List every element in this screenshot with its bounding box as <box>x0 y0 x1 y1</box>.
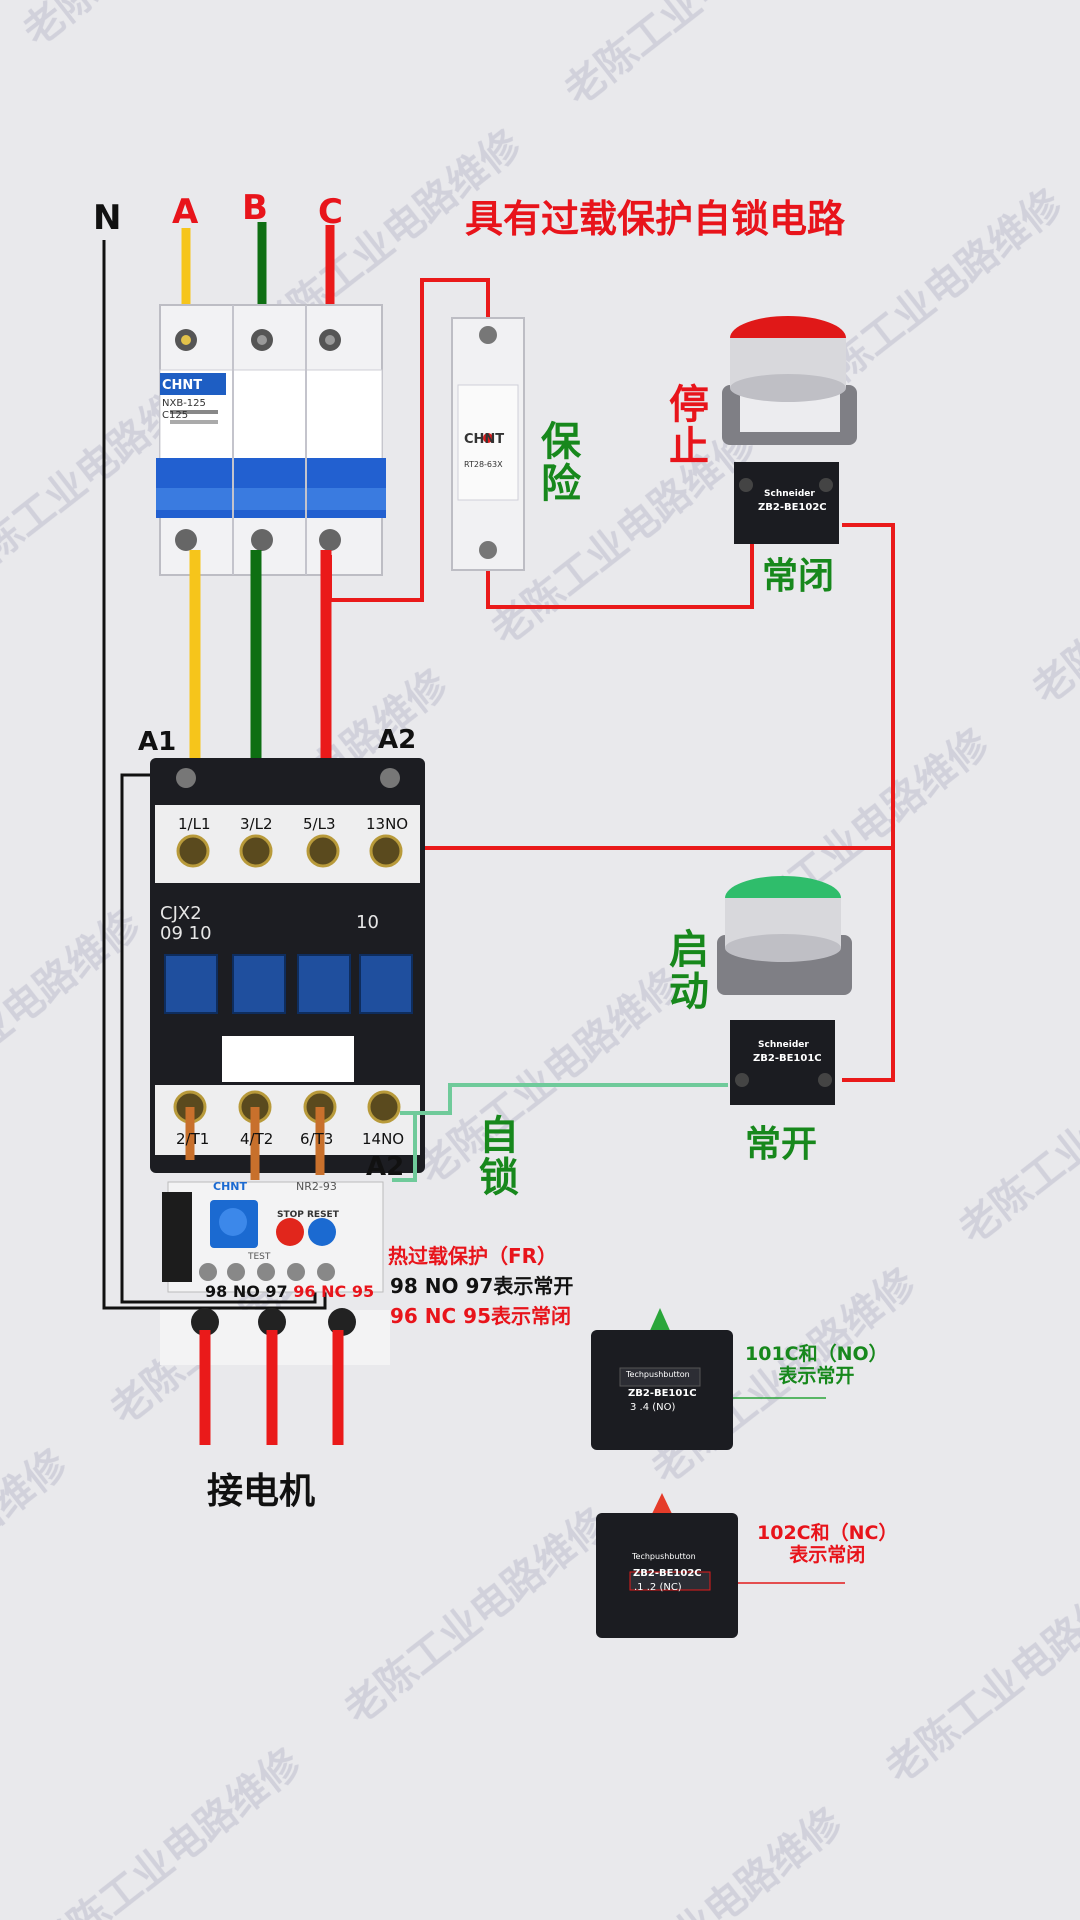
label-a2-top: A2 <box>378 725 417 755</box>
stop-button[interactable] <box>722 316 857 544</box>
label-no: 常开 <box>745 1124 818 1165</box>
label-a1: A1 <box>138 727 177 757</box>
neutral-wire <box>102 240 327 1310</box>
label-stop: 停止 <box>662 383 708 467</box>
relay-note-nc: 96 NC 95表示常闭 <box>390 1304 572 1328</box>
no-contact-block <box>591 1308 826 1450</box>
breaker-model: NXB-125 <box>162 398 206 409</box>
nc-block-note-2: 表示常闭 <box>789 1544 866 1566</box>
no-block-contact: 3 .4 (NO) <box>630 1402 676 1413</box>
label-fuse: 保险 <box>534 420 580 504</box>
label-start: 启动 <box>662 928 708 1012</box>
terminal-5-l3: 5/L3 <box>303 815 336 833</box>
terminal-2-t1: 2/T1 <box>176 1130 210 1148</box>
terminal-1-l1: 1/L1 <box>178 815 211 833</box>
nc-block-contact: .1 .2 (NC) <box>634 1582 682 1593</box>
contactor-model-line2: 09 10 <box>160 923 212 944</box>
relay-terminal-row: 98 NO 97 96 NC 95 <box>205 1282 374 1301</box>
terminal-13no: 13NO <box>366 815 409 833</box>
nc-block-note: 102C和（NC）表示常闭 <box>757 1522 897 1566</box>
no-block-note-2: 表示常开 <box>778 1365 855 1387</box>
no-block-note-1: 101C和（NO） <box>745 1343 888 1365</box>
terminal-3-l2: 3/L2 <box>240 815 273 833</box>
relay-brand: CHNT <box>213 1180 247 1193</box>
terminal-6-t3: 6/T3 <box>300 1130 334 1148</box>
contactor-aux: 10 <box>356 912 379 933</box>
no-block-model: ZB2-BE101C <box>628 1388 697 1399</box>
fuse-brand: CHNT <box>464 432 505 447</box>
relay-terminal-95: 95 <box>351 1282 375 1301</box>
fuse-model: RT28-63X <box>464 460 503 469</box>
label-nc: 常闭 <box>762 556 835 597</box>
fuse <box>451 317 525 571</box>
circuit-breaker <box>156 304 386 576</box>
relay-stop-label: STOP <box>277 1210 304 1220</box>
contactor <box>150 758 425 1173</box>
contactor-model-line1: CJX2 <box>160 903 202 924</box>
breaker-rating: C125 <box>162 410 189 421</box>
label-self-lock: 自锁 <box>472 1114 518 1198</box>
label-motor: 接电机 <box>207 1471 316 1512</box>
start-button[interactable] <box>717 876 852 1105</box>
start-block-model: ZB2-BE101C <box>753 1053 822 1064</box>
relay-terminal-nc: NC <box>321 1282 347 1301</box>
no-block-note: 101C和（NO）表示常开 <box>745 1343 888 1387</box>
terminal-14no: 14NO <box>362 1130 405 1148</box>
label-b: B <box>242 188 268 228</box>
self-lock-wire <box>400 1083 728 1115</box>
relay-test-label: TEST <box>248 1252 271 1262</box>
self-lock-wire-a2 <box>392 1113 417 1182</box>
thermal-overload-relay <box>160 1181 390 1365</box>
label-n: N <box>93 198 122 238</box>
no-block-brand: Techpushbutton <box>626 1370 690 1379</box>
terminal-4-t2: 4/T2 <box>240 1130 274 1148</box>
relay-model: NR2-93 <box>296 1180 337 1193</box>
diagram-title: 具有过载保护自锁电路 <box>465 197 846 241</box>
relay-reset-label: RESET <box>307 1210 339 1220</box>
relay-note-title: 热过载保护（FR） <box>388 1244 558 1268</box>
relay-terminal-96: 96 <box>293 1282 316 1301</box>
nc-block-model: ZB2-BE102C <box>633 1568 702 1579</box>
stop-block-brand: Schneider <box>764 489 815 499</box>
relay-terminal-97: 97 <box>265 1282 288 1301</box>
breaker-brand: CHNT <box>162 378 203 393</box>
start-block-brand: Schneider <box>758 1040 809 1050</box>
coil-a1-wire <box>120 773 317 1304</box>
relay-terminal-98: 98 <box>205 1282 228 1301</box>
nc-block-brand: Techpushbutton <box>632 1552 696 1561</box>
stop-block-model: ZB2-BE102C <box>758 502 827 513</box>
motor-leads <box>199 1330 344 1445</box>
relay-terminal-no: NO <box>232 1282 260 1301</box>
nc-block-note-1: 102C和（NC） <box>757 1522 898 1544</box>
contactor-output-pins <box>185 1107 325 1180</box>
control-wiring <box>328 278 895 1082</box>
label-a2-bottom: A2 <box>366 1152 405 1182</box>
label-c: C <box>318 192 343 232</box>
label-a: A <box>172 192 199 232</box>
relay-note-no: 98 NO 97表示常开 <box>390 1274 574 1298</box>
nc-contact-block <box>596 1493 845 1638</box>
